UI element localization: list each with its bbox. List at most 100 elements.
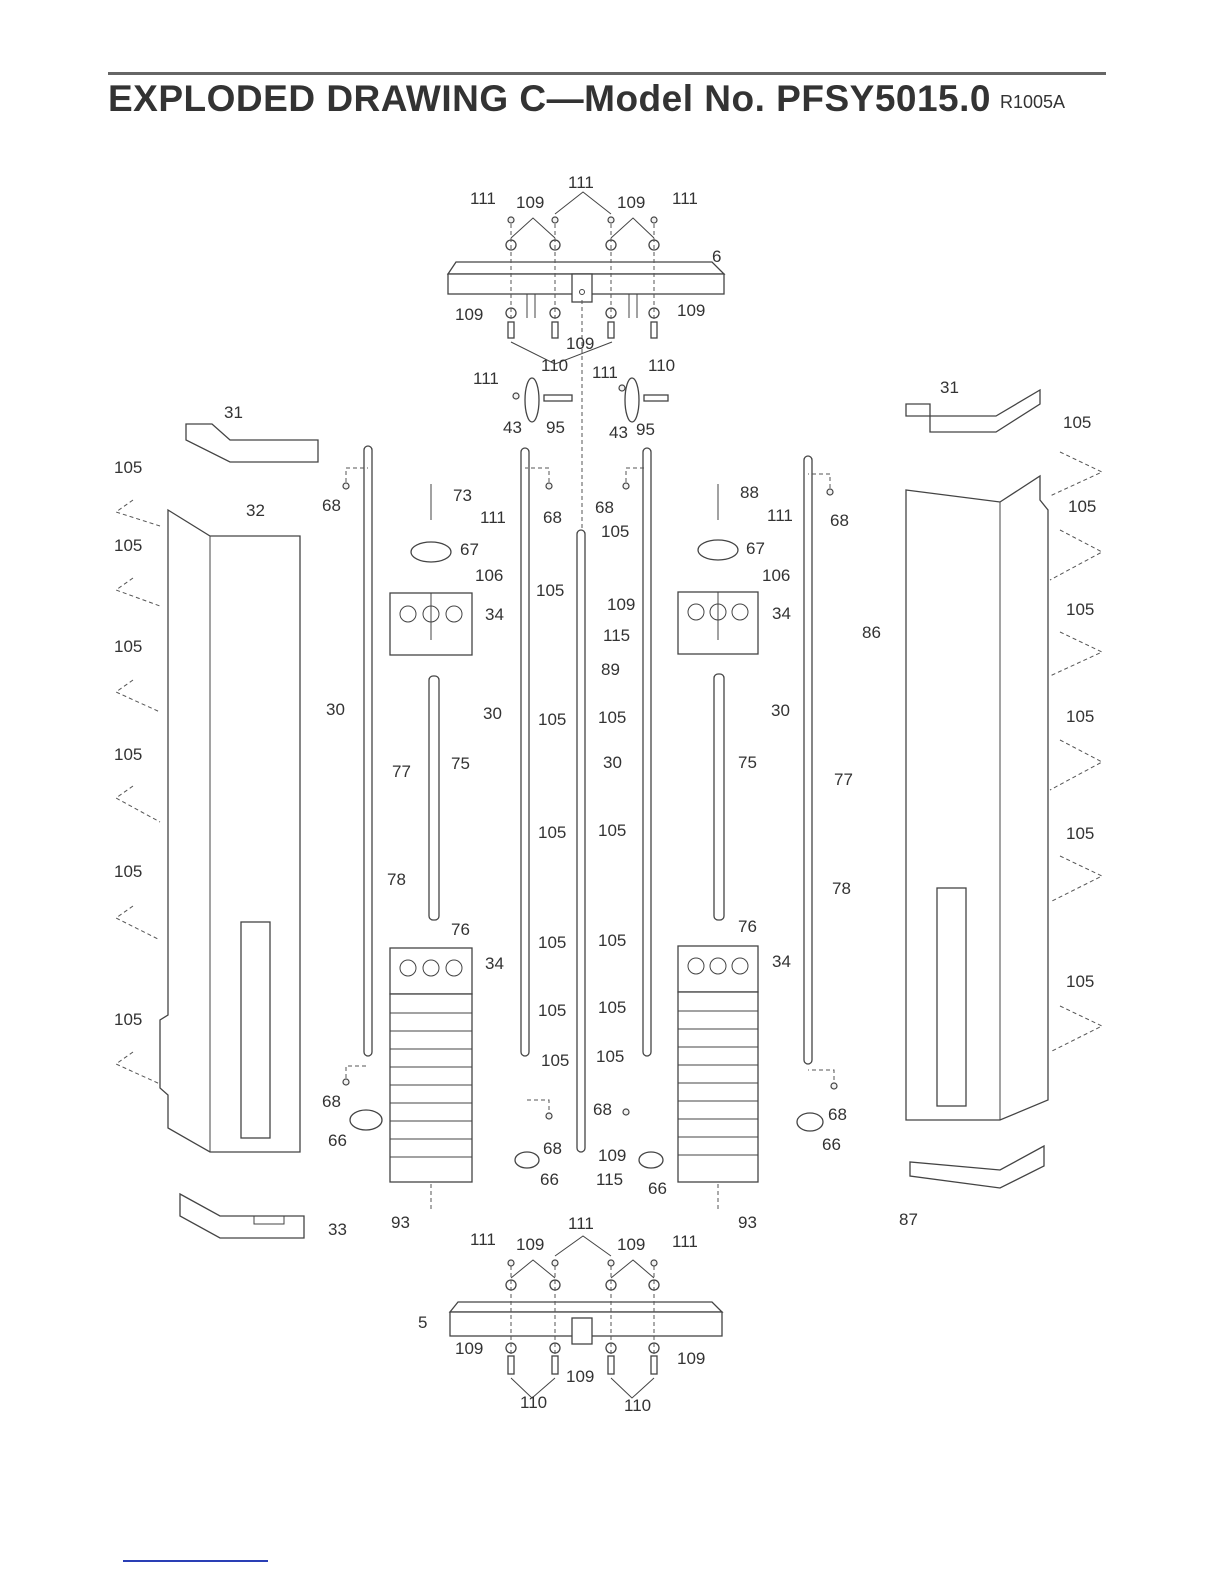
part-label-93: 93 xyxy=(391,1213,410,1232)
part-label-78: 78 xyxy=(387,870,406,889)
part-label-110: 110 xyxy=(648,356,675,375)
part-label-111: 111 xyxy=(470,189,496,208)
part-label-105: 105 xyxy=(114,536,142,555)
part-label-68: 68 xyxy=(828,1105,847,1124)
part-label-30: 30 xyxy=(603,753,622,772)
top-frame xyxy=(446,261,726,318)
part-label-105: 105 xyxy=(598,821,626,840)
weight-plate-lines xyxy=(390,1010,758,1158)
part-label-105: 105 xyxy=(596,1047,624,1066)
part-label-109: 109 xyxy=(617,193,645,212)
part-label-105: 105 xyxy=(1066,972,1094,991)
part-label-43: 43 xyxy=(503,418,522,437)
part-label-77: 77 xyxy=(392,762,411,781)
left-shield xyxy=(114,499,301,1153)
left-weight-stack xyxy=(389,484,473,1210)
part-label-111: 111 xyxy=(767,506,793,525)
part-label-105: 105 xyxy=(598,931,626,950)
part-label-111: 111 xyxy=(480,508,506,527)
part-label-105: 105 xyxy=(598,998,626,1017)
part-label-110: 110 xyxy=(541,356,568,375)
part-label-105: 105 xyxy=(538,1001,566,1020)
part-label-106: 106 xyxy=(475,566,503,585)
right-shield xyxy=(905,451,1104,1121)
part-label-105: 105 xyxy=(114,637,142,656)
part-label-110: 110 xyxy=(520,1393,547,1412)
part-label-66: 66 xyxy=(540,1170,559,1189)
part-label-32: 32 xyxy=(246,501,265,520)
part-label-105: 105 xyxy=(114,745,142,764)
part-label-105: 105 xyxy=(114,458,142,477)
part-label-68: 68 xyxy=(595,498,614,517)
part-label-111: 111 xyxy=(672,1232,698,1251)
part-label-105: 105 xyxy=(538,933,566,952)
part-label-89: 89 xyxy=(601,660,620,679)
part-label-34: 34 xyxy=(485,605,504,624)
part-label-105: 105 xyxy=(1066,824,1094,843)
part-label-68: 68 xyxy=(593,1100,612,1119)
part-label-109: 109 xyxy=(677,301,705,320)
bottom-frame xyxy=(448,1235,724,1399)
part-label-30: 30 xyxy=(326,700,345,719)
part-label-105: 105 xyxy=(538,823,566,842)
header-rule xyxy=(108,72,1106,75)
bumpers xyxy=(349,1109,824,1169)
part-label-111: 111 xyxy=(568,173,594,192)
part-label-68: 68 xyxy=(322,496,341,515)
part-label-68: 68 xyxy=(543,508,562,527)
part-label-30: 30 xyxy=(483,704,502,723)
part-label-105: 105 xyxy=(114,1010,142,1029)
part-label-105: 105 xyxy=(598,708,626,727)
part-label-93: 93 xyxy=(738,1213,757,1232)
part-label-109: 109 xyxy=(598,1146,626,1165)
part-label-78: 78 xyxy=(832,879,851,898)
part-label-66: 66 xyxy=(822,1135,841,1154)
part-label-105: 105 xyxy=(1068,497,1096,516)
part-label-109: 109 xyxy=(455,1339,483,1358)
part-label-73: 73 xyxy=(453,486,472,505)
part-label-109: 109 xyxy=(455,305,483,324)
bottom-shields xyxy=(179,1144,1045,1239)
part-label-115: 115 xyxy=(596,1170,623,1189)
top-fasteners xyxy=(505,191,660,365)
part-label-66: 66 xyxy=(648,1179,667,1198)
part-label-105: 105 xyxy=(1066,707,1094,726)
part-label-68: 68 xyxy=(543,1139,562,1158)
part-label-105: 105 xyxy=(114,862,142,881)
part-label-111: 111 xyxy=(568,1214,594,1233)
part-label-95: 95 xyxy=(636,420,655,439)
part-label-115: 115 xyxy=(603,626,630,645)
top-shields xyxy=(185,388,1041,463)
part-label-76: 76 xyxy=(738,917,757,936)
part-label-111: 111 xyxy=(592,363,618,382)
part-label-34: 34 xyxy=(772,952,791,971)
part-label-88: 88 xyxy=(740,483,759,502)
part-label-67: 67 xyxy=(746,539,765,558)
part-label-31: 31 xyxy=(940,378,959,397)
part-label-105: 105 xyxy=(1063,413,1091,432)
part-label-75: 75 xyxy=(451,754,470,773)
part-label-68: 68 xyxy=(830,511,849,530)
part-label-109: 109 xyxy=(566,1367,594,1386)
part-label-75: 75 xyxy=(738,753,757,772)
part-label-33: 33 xyxy=(328,1220,347,1239)
right-weight-stack xyxy=(677,484,759,1210)
part-label-105: 105 xyxy=(1066,600,1094,619)
part-label-109: 109 xyxy=(566,334,594,353)
part-label-111: 111 xyxy=(473,369,499,388)
part-label-34: 34 xyxy=(772,604,791,623)
part-label-109: 109 xyxy=(516,193,544,212)
part-label-95: 95 xyxy=(546,418,565,437)
part-label-105: 105 xyxy=(601,522,629,541)
part-label-34: 34 xyxy=(485,954,504,973)
guide-rods xyxy=(342,445,838,1153)
part-label-31: 31 xyxy=(224,403,243,422)
part-label-76: 76 xyxy=(451,920,470,939)
revision-code: R1005A xyxy=(1000,92,1066,112)
page-title: EXPLODED DRAWING C—Model No. PFSY5015.0 xyxy=(108,78,991,119)
part-label-110: 110 xyxy=(624,1396,651,1415)
footer-link-underline[interactable] xyxy=(123,1560,268,1562)
part-label-68: 68 xyxy=(322,1092,341,1111)
